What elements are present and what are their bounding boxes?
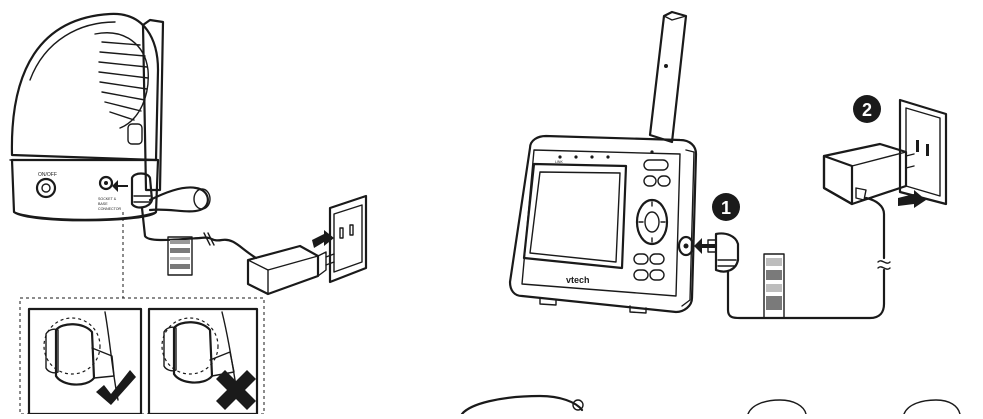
warning-tag-right xyxy=(764,254,784,318)
camera-antenna xyxy=(143,20,163,190)
speaker-grille xyxy=(95,33,148,128)
monitor-button-4 xyxy=(634,254,648,264)
monitor-button-7 xyxy=(650,270,664,280)
camera-insert-arrow xyxy=(112,180,128,192)
monitor-button-6 xyxy=(634,270,648,280)
side-knob xyxy=(128,124,142,144)
step-2-badge: 2 xyxy=(853,95,881,123)
camera-unit: ON/OFF SOCKET & BASE CONNECTOR xyxy=(10,14,366,298)
camera-cable xyxy=(142,208,200,240)
port-label-3: CONNECTOR xyxy=(98,207,121,211)
comparison-panel xyxy=(20,298,264,414)
camera-base xyxy=(12,160,158,220)
screen-inner xyxy=(530,172,620,262)
parent-monitor: LINK vtech xyxy=(510,12,696,313)
power-button xyxy=(37,179,55,197)
dc-port-pin xyxy=(104,181,108,185)
brand-logo: vtech xyxy=(566,275,590,285)
indicator-label-link: LINK xyxy=(555,160,563,164)
step-2-number: 2 xyxy=(862,100,872,120)
antenna-dot xyxy=(664,64,668,68)
wall-outlet-left xyxy=(330,196,366,282)
wrong-example xyxy=(149,309,257,414)
cross-icon xyxy=(216,370,256,410)
monitor-button-3 xyxy=(658,176,670,186)
step-1-badge: 1 xyxy=(712,193,740,221)
warning-tag-left xyxy=(168,237,192,275)
port-label-1: SOCKET & xyxy=(98,197,117,201)
monitor-cable-upper xyxy=(866,198,884,258)
indicator-lights: LINK xyxy=(555,155,610,164)
antenna-top xyxy=(664,16,686,20)
power-icon xyxy=(42,184,50,192)
correct-example xyxy=(29,309,141,414)
monitor-button-5 xyxy=(650,254,664,264)
monitor-plug xyxy=(708,233,738,271)
port-label-2: BASE xyxy=(98,202,108,206)
step-1-number: 1 xyxy=(721,198,731,218)
monitor-button-1 xyxy=(644,160,668,170)
monitor-dc-pin xyxy=(684,244,689,249)
cable-break-mark-right xyxy=(878,261,890,269)
power-label: ON/OFF xyxy=(38,172,57,178)
camera-head-edge xyxy=(30,22,115,80)
power-adapter-left xyxy=(248,246,334,294)
dpad-control xyxy=(637,200,667,244)
top-indicator xyxy=(650,150,653,153)
monitor-cable xyxy=(728,270,884,318)
monitor-antenna xyxy=(650,12,686,142)
next-figure-peek xyxy=(462,396,960,414)
monitor-button-2 xyxy=(644,176,656,186)
